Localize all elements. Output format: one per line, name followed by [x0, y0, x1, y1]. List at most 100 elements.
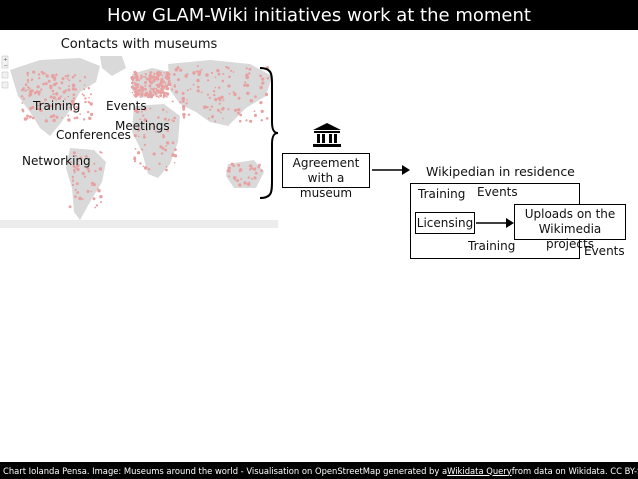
layers-icon[interactable] [1, 81, 9, 89]
residence-title: Wikipedian in residence [426, 164, 575, 179]
museum-dot [173, 116, 177, 120]
museum-dot [83, 175, 87, 178]
zoom-control[interactable] [1, 55, 9, 69]
museum-dot [150, 87, 152, 90]
museum-dot [227, 84, 231, 88]
museum-dot [143, 133, 146, 136]
museum-dot [68, 79, 71, 82]
museum-dot [140, 148, 144, 151]
museum-dot [153, 125, 156, 128]
museum-dot [174, 67, 179, 72]
museum-dot [88, 96, 90, 99]
museum-dot [136, 94, 139, 97]
world-map[interactable]: + − Training Events Meetings Conferences… [0, 52, 278, 228]
museum-dot [266, 77, 269, 80]
museum-dot [246, 91, 250, 95]
museum-dot [173, 161, 176, 164]
map-title: Contacts with museums [60, 37, 218, 52]
museum-dot [142, 114, 145, 117]
museum-dot [138, 79, 141, 82]
museum-dot [165, 165, 168, 168]
museum-dot [164, 82, 167, 85]
museum-dot [196, 89, 200, 93]
museum-dot [179, 101, 182, 104]
museum-dot [29, 87, 31, 90]
museum-dot [47, 79, 51, 83]
museum-dot [28, 94, 31, 98]
museum-dot [61, 77, 65, 81]
museum-dot [44, 98, 47, 102]
museum-dot [144, 92, 148, 95]
title-bar: How GLAM-Wiki initiatives work at the mo… [0, 0, 638, 30]
agreement-line2: with a museum [299, 171, 353, 200]
museum-dot [139, 162, 142, 165]
museum-dot [51, 74, 55, 78]
museum-dot [196, 78, 200, 83]
museum-dot [93, 162, 96, 165]
museum-dot [182, 112, 186, 117]
museum-dot [192, 83, 195, 86]
museum-dot [68, 85, 70, 87]
museum-dot [99, 195, 103, 199]
museum-dot [74, 154, 77, 157]
museum-dot [182, 116, 186, 119]
museum-dot [150, 96, 153, 99]
museum-dot [76, 160, 79, 163]
museum-dot [67, 118, 71, 122]
museum-dot [74, 166, 77, 169]
museum-dot [53, 78, 56, 82]
museum-dot [87, 169, 91, 173]
museum-dot [97, 189, 101, 193]
museum-dot [152, 152, 156, 156]
museum-dot [57, 96, 61, 101]
museum-dot [72, 168, 76, 172]
zoom-in-icon[interactable]: + [3, 57, 7, 63]
museum-dot [258, 163, 261, 167]
museum-dot [165, 168, 168, 172]
museum-dot [40, 70, 44, 74]
wikidata-query-link[interactable]: Wikidata Query [447, 465, 512, 476]
museum-dot [51, 89, 55, 93]
museum-dot [247, 176, 250, 179]
museum-dot [159, 94, 163, 98]
museum-dot [221, 107, 225, 111]
museum-dot [243, 83, 247, 87]
museum-dot [228, 75, 231, 79]
museum-dot [73, 171, 76, 174]
museum-dot [42, 101, 45, 104]
museum-dot [148, 80, 152, 83]
museum-dot [55, 115, 59, 119]
museum-dot [155, 83, 159, 87]
museum-dot [261, 77, 265, 81]
museum-dot [232, 71, 235, 73]
museum-dot [137, 126, 140, 129]
agreement-box: Agreement with a museum [282, 153, 370, 200]
museum-dot [143, 143, 146, 146]
museum-dot [181, 96, 186, 101]
museum-dot [200, 68, 203, 71]
museum-dot [249, 119, 253, 123]
museum-dot [131, 91, 134, 94]
museum-dot [152, 78, 155, 81]
museum-dot [149, 71, 152, 74]
museum-dot [69, 161, 72, 164]
museum-dot [140, 93, 144, 97]
museum-dot [95, 204, 99, 207]
zoom-out-icon[interactable]: − [4, 63, 8, 69]
museum-dot [82, 94, 85, 97]
museum-dot [71, 175, 75, 179]
arrow-to-residence [372, 165, 410, 175]
museum-dot [171, 141, 175, 145]
museum-dot [161, 146, 165, 150]
museum-dot [140, 89, 143, 91]
museum-dot [245, 83, 250, 88]
museum-dot [87, 110, 90, 114]
fullscreen-icon[interactable] [1, 71, 9, 79]
museum-dot [244, 81, 247, 84]
museum-dot [24, 89, 27, 92]
museum-dot [238, 169, 242, 173]
museum-dot [144, 81, 147, 84]
museum-dot [259, 101, 263, 105]
map-label-networking: Networking [22, 154, 91, 168]
museum-dot [221, 97, 224, 100]
